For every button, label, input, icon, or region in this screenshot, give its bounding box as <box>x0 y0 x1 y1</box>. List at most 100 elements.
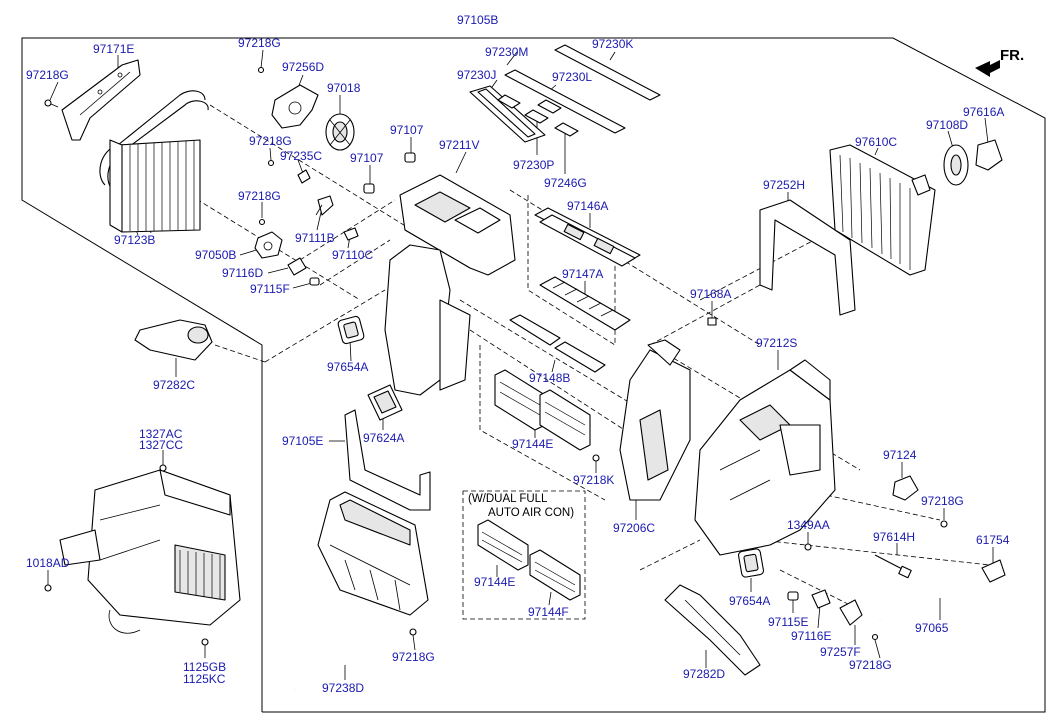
label-97105b: 97105B <box>457 13 498 27</box>
assembly-frame <box>21 37 1046 713</box>
label-97148b: 97148B <box>529 371 570 385</box>
part-97108d-97616a[interactable] <box>943 139 1003 186</box>
part-97614h-sensor[interactable] <box>874 554 912 579</box>
label-97282d: 97282D <box>683 667 725 681</box>
label-97218g-c: 97218G <box>249 134 292 148</box>
part-97238d-drain-hose[interactable] <box>294 610 346 691</box>
label-97146a: 97146A <box>567 199 608 213</box>
label-97144f: 97144F <box>528 605 569 619</box>
label-97610c: 97610C <box>855 135 897 149</box>
part-97124-actuator[interactable] <box>892 475 919 501</box>
part-screw-left[interactable] <box>44 99 59 108</box>
part-97211v-upper-case[interactable] <box>399 174 516 276</box>
label-97124: 97124 <box>883 448 917 462</box>
label-97218g-e: 97218G <box>921 494 964 508</box>
label-97614h: 97614H <box>873 530 915 544</box>
part-97624a-gasket[interactable] <box>367 384 403 421</box>
label-97144e-a: 97144E <box>512 437 553 451</box>
part-labels: 97105B 97171E 97218G 97218G 97256D 97018… <box>26 13 1010 695</box>
label-97105e: 97105E <box>282 434 323 448</box>
part-97206c-panel[interactable] <box>619 339 691 501</box>
label-97654a-a: 97654A <box>327 360 368 374</box>
label-97108d: 97108D <box>926 118 968 132</box>
label-97235c: 97235C <box>280 149 322 163</box>
part-lower-case[interactable] <box>317 491 429 636</box>
part-97148b-doors[interactable] <box>509 314 606 373</box>
part-97105e-frame[interactable] <box>344 409 431 511</box>
part-97212s-main-case[interactable] <box>694 359 836 556</box>
label-1327ac: 1327AC <box>139 427 183 441</box>
part-97282c-duct[interactable] <box>134 319 213 361</box>
part-small-fasteners-center[interactable] <box>592 317 948 551</box>
label-97218g-f: 97218G <box>392 650 435 664</box>
label-97218g-d: 97218G <box>238 189 281 203</box>
label-97107-b: 97107 <box>350 151 384 165</box>
label-97107-a: 97107 <box>390 123 424 137</box>
part-97171e-bracket[interactable] <box>61 59 141 141</box>
label-97116e: 97116E <box>791 629 831 643</box>
part-97144e-97144f-dual-doors[interactable] <box>477 519 581 601</box>
label-1125gb: 1125GB <box>183 660 226 674</box>
front-direction-indicator: FR. <box>975 47 1024 77</box>
label-97123b: 97123B <box>114 233 155 247</box>
part-heater-unit-assembly[interactable] <box>44 464 241 646</box>
part-97282d-duct[interactable] <box>664 584 761 676</box>
label-97616a: 97616A <box>963 105 1004 119</box>
front-label: FR. <box>1000 47 1024 64</box>
part-97256d-actuator[interactable] <box>257 66 319 129</box>
label-97218g-a: 97218G <box>26 68 69 82</box>
part-97050b-actuator[interactable] <box>254 231 283 259</box>
part-97147a-door[interactable] <box>539 276 631 331</box>
label-97230p: 97230P <box>513 158 554 172</box>
part-97065-hose-61754[interactable] <box>878 559 1006 622</box>
label-97624a: 97624A <box>363 431 404 445</box>
label-97282c: 97282C <box>153 378 195 392</box>
part-97111b-lever[interactable] <box>315 195 334 216</box>
label-97144e-b: 97144E <box>474 575 515 589</box>
label-97211v: 97211V <box>439 138 479 152</box>
part-97610c-evaporator[interactable] <box>829 144 936 276</box>
part-97146a-door[interactable] <box>534 207 641 267</box>
label-61754: 61754 <box>976 533 1010 547</box>
label-97238d: 97238D <box>322 681 364 695</box>
label-97246g: 97246G <box>544 176 587 190</box>
label-97256d: 97256D <box>282 60 324 74</box>
note-dual-full-line1: (W/DUAL FULL <box>468 493 548 505</box>
part-97230-seals[interactable] <box>469 44 661 143</box>
label-97018: 97018 <box>327 81 361 95</box>
label-97206c: 97206C <box>613 521 655 535</box>
part-97144e-doors[interactable] <box>494 369 591 451</box>
part-97018-fan[interactable] <box>325 113 355 151</box>
label-97257f: 97257F <box>820 645 861 659</box>
label-97115e: 97115E <box>768 615 808 629</box>
part-97252h-cover[interactable] <box>759 199 856 316</box>
label-97252h: 97252H <box>763 178 805 192</box>
label-97230j: 97230J <box>457 68 496 82</box>
part-screws-center[interactable] <box>258 152 416 226</box>
label-1125kc: 1125KC <box>183 672 226 686</box>
label-97230k: 97230K <box>592 37 633 51</box>
label-97171e: 97171E <box>93 42 134 56</box>
label-97218g-g: 97218G <box>849 658 892 672</box>
part-bottom-right-actuators[interactable] <box>787 589 879 641</box>
label-97212s: 97212S <box>756 336 797 350</box>
part-97123b-heater-core[interactable] <box>99 90 209 233</box>
part-97110c-link[interactable] <box>343 227 359 241</box>
dual-full-auto-group-box <box>462 490 586 620</box>
label-1018ad: 1018AD <box>26 556 70 570</box>
label-97218g-b: 97218G <box>238 36 281 50</box>
label-97116d: 97116D <box>222 266 263 280</box>
arrow-icon <box>975 60 1000 77</box>
label-97654a-b: 97654A <box>729 594 770 608</box>
part-97654a-gasket-lower[interactable] <box>737 548 765 578</box>
label-97230l: 97230L <box>552 70 592 84</box>
part-left-duct[interactable] <box>337 244 471 396</box>
label-1327cc: 1327CC <box>139 438 183 452</box>
label-97230m: 97230M <box>485 45 528 59</box>
label-1349aa: 1349AA <box>787 518 830 532</box>
part-97116d-97115f[interactable] <box>287 257 320 286</box>
label-97050b: 97050B <box>195 248 236 262</box>
label-97168a: 97168A <box>690 287 731 301</box>
label-97110c: 97110C <box>332 248 373 262</box>
